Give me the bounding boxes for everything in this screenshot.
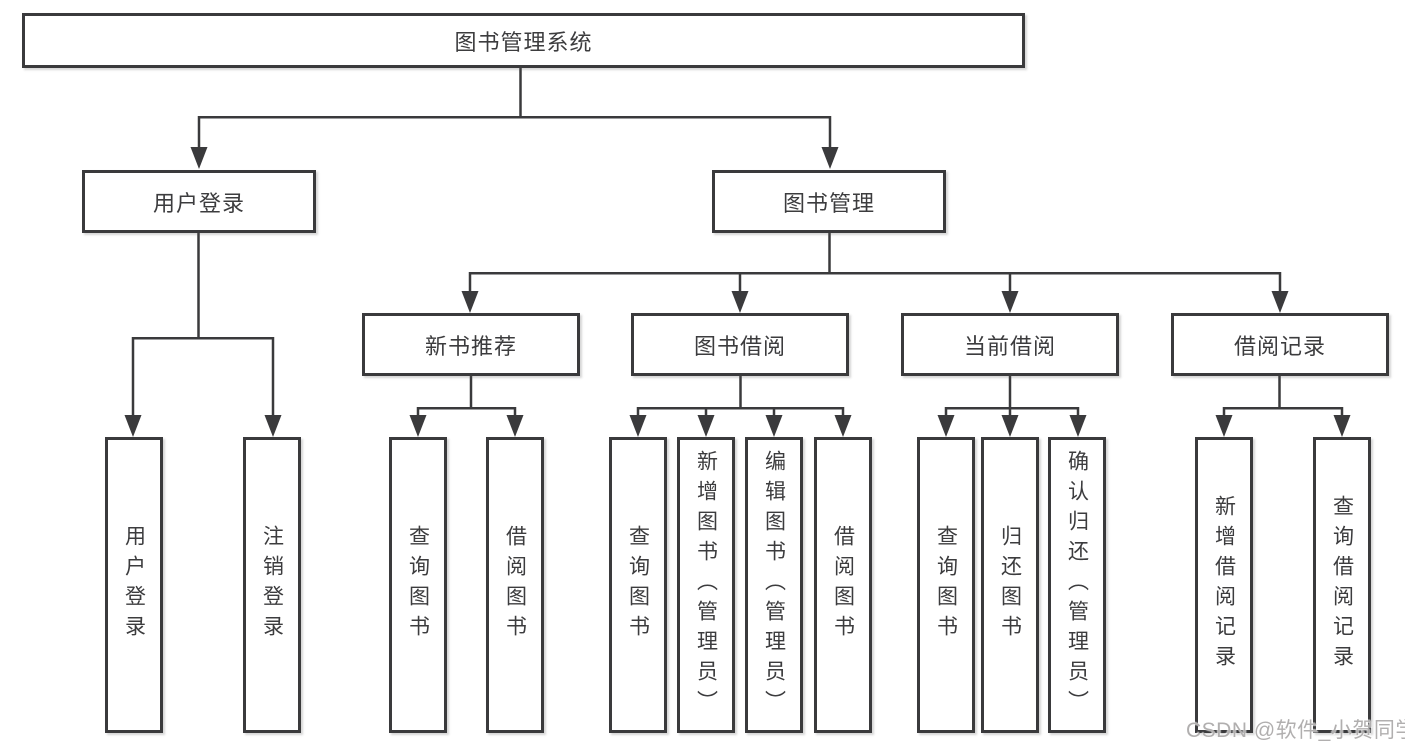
leaf-confirm-return-admin-label: 确认归还（管理员）: [1065, 450, 1089, 720]
leaf-query-books-borrowing-label: 查询图书: [626, 525, 650, 645]
leaf-borrow-books-recommend-label: 借阅图书: [503, 525, 527, 645]
leaf-confirm-return-admin: 确认归还（管理员）: [1048, 437, 1106, 733]
leaf-logout-login: 注销登录: [243, 437, 301, 733]
node-new-book-recommend: 新书推荐: [362, 313, 580, 376]
leaf-query-books-recommend-label: 查询图书: [406, 525, 430, 645]
leaf-user-login: 用户登录: [105, 437, 163, 733]
leaf-query-books-borrowing: 查询图书: [609, 437, 667, 733]
leaf-logout-login-label: 注销登录: [260, 525, 284, 645]
node-current-borrowing: 当前借阅: [901, 313, 1119, 376]
node-borrow-records: 借阅记录: [1171, 313, 1389, 376]
leaf-borrow-books: 借阅图书: [814, 437, 872, 733]
leaf-edit-book-admin: 编辑图书（管理员）: [745, 437, 803, 733]
leaf-query-books-current: 查询图书: [917, 437, 975, 733]
node-book-borrowing: 图书借阅: [631, 313, 849, 376]
node-book-management-label: 图书管理: [782, 190, 875, 216]
leaf-borrow-books-recommend: 借阅图书: [486, 437, 544, 733]
node-borrow-records-label: 借阅记录: [1233, 333, 1326, 359]
node-user-login: 用户登录: [82, 170, 316, 233]
leaf-add-book-admin-label: 新增图书（管理员）: [694, 450, 718, 720]
leaf-return-books: 归还图书: [981, 437, 1039, 733]
leaf-query-books-recommend: 查询图书: [389, 437, 447, 733]
node-root-label: 图书管理系统: [454, 29, 593, 55]
node-root-system: 图书管理系统: [22, 13, 1025, 68]
leaf-add-book-admin: 新增图书（管理员）: [677, 437, 735, 733]
leaf-edit-book-admin-label: 编辑图书（管理员）: [762, 450, 786, 720]
leaf-query-books-current-label: 查询图书: [934, 525, 958, 645]
leaf-add-borrow-record: 新增借阅记录: [1195, 437, 1253, 733]
node-book-borrowing-label: 图书借阅: [693, 333, 786, 359]
node-new-book-recommend-label: 新书推荐: [424, 333, 517, 359]
leaf-borrow-books-label: 借阅图书: [831, 525, 855, 645]
leaf-query-borrow-record: 查询借阅记录: [1313, 437, 1371, 733]
csdn-watermark: CSDN @软件_小贺同学: [1186, 719, 1405, 742]
leaf-user-login-label: 用户登录: [122, 525, 146, 645]
node-current-borrowing-label: 当前借阅: [963, 333, 1056, 359]
leaf-return-books-label: 归还图书: [998, 525, 1022, 645]
node-book-management: 图书管理: [712, 170, 946, 233]
node-user-login-label: 用户登录: [152, 190, 245, 216]
leaf-add-borrow-record-label: 新增借阅记录: [1212, 495, 1236, 675]
leaf-query-borrow-record-label: 查询借阅记录: [1330, 495, 1354, 675]
